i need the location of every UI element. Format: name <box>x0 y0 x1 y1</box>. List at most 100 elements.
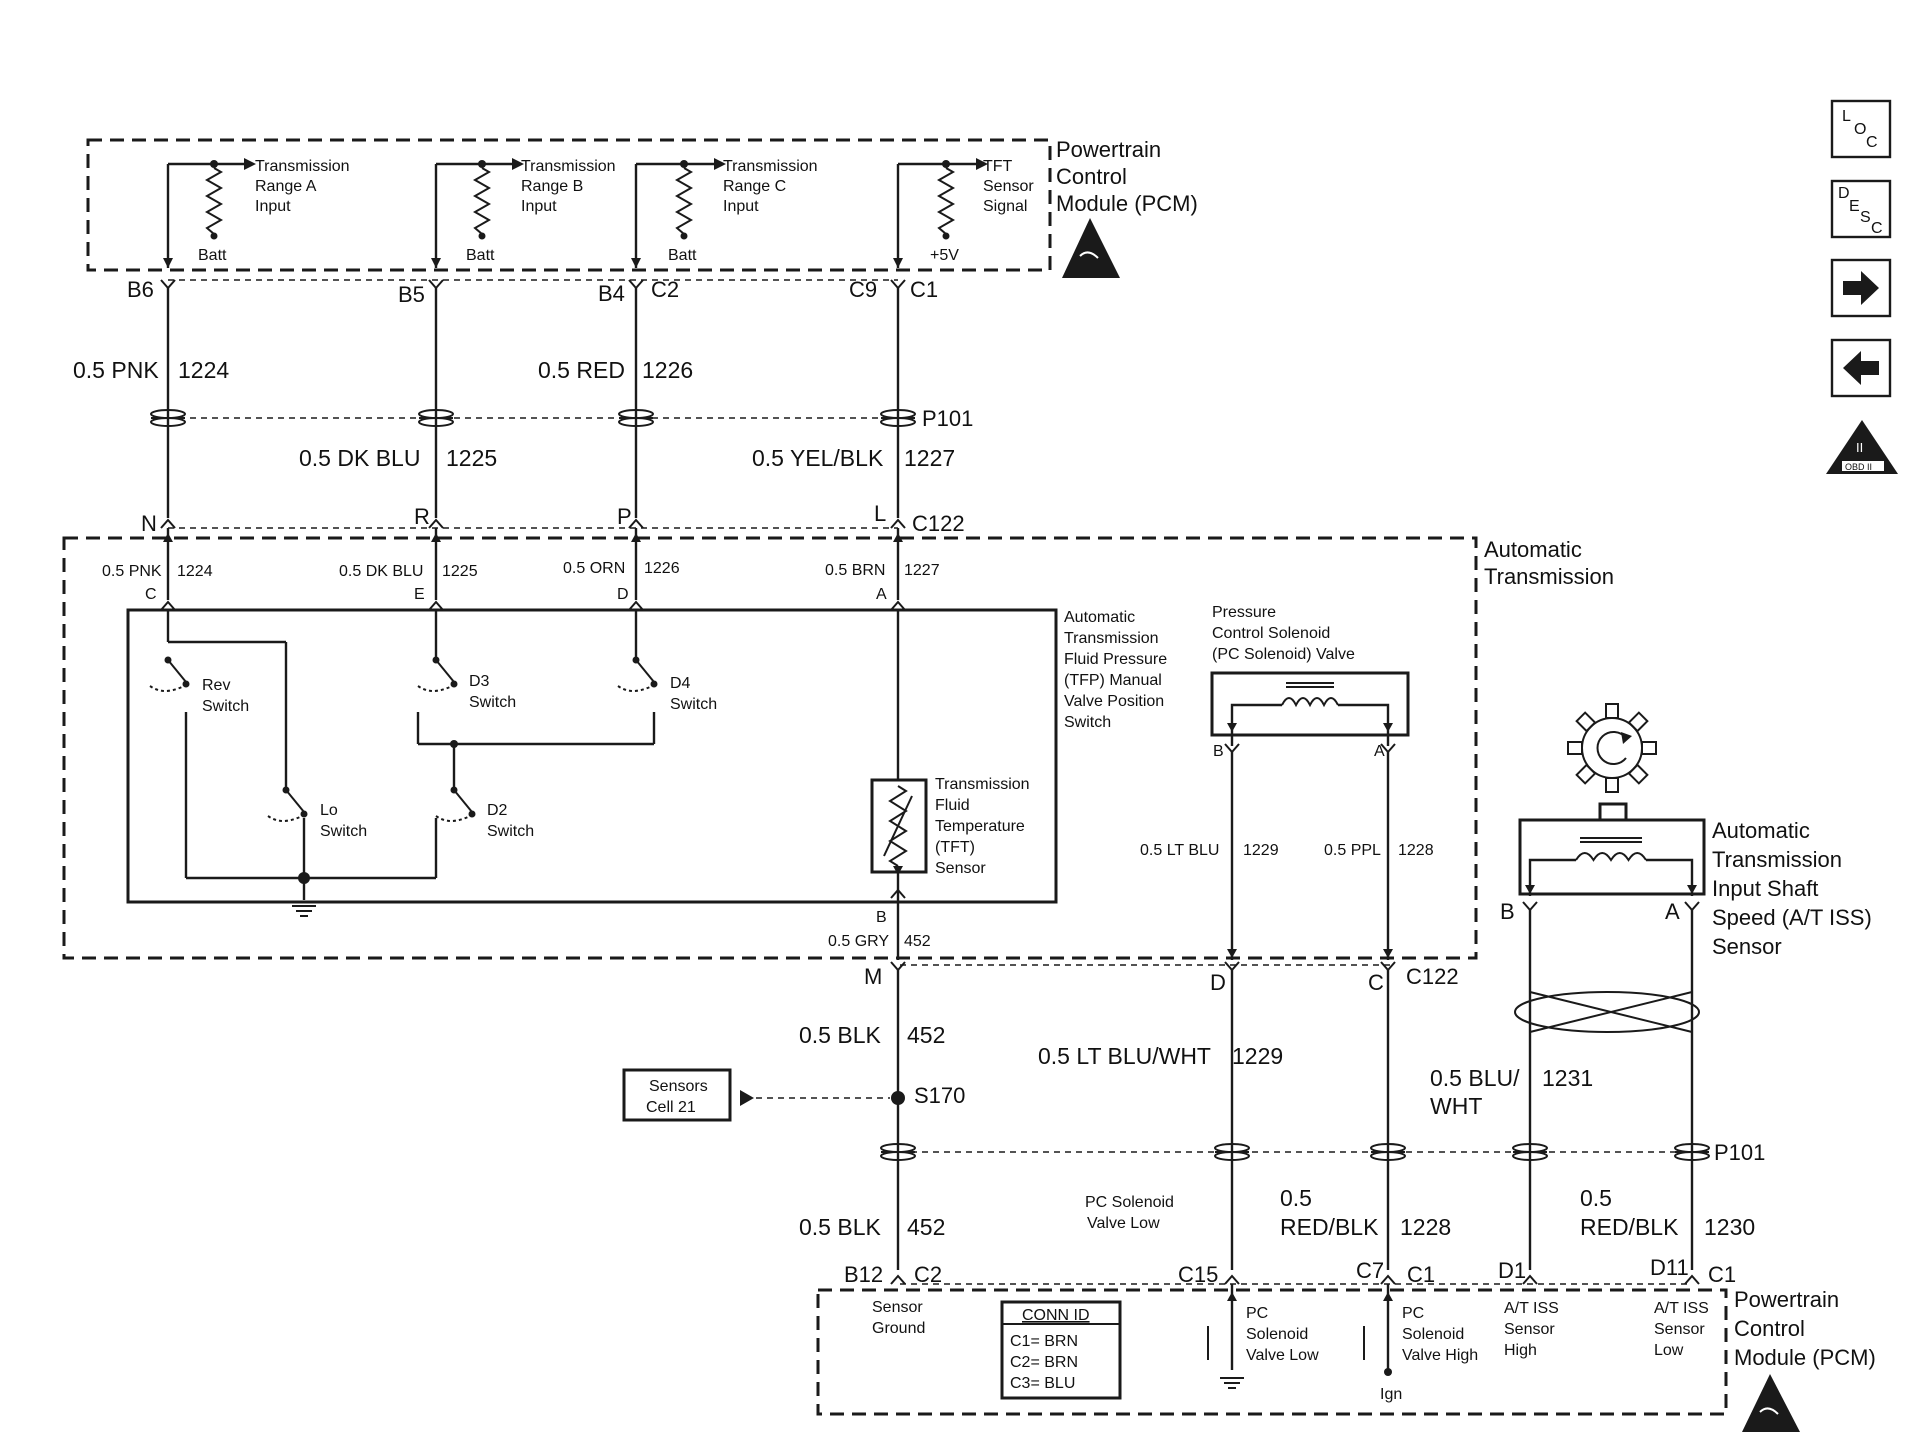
gear-rotation-icon <box>1567 703 1657 793</box>
int-pin-d: D <box>617 586 629 603</box>
tfp-switch-box <box>126 608 1058 904</box>
iss-pin-a-symbol <box>1684 901 1700 912</box>
svg-text:C2= BRN: C2= BRN <box>1010 1354 1078 1371</box>
connector-p101-top: P101 <box>922 406 973 431</box>
pin-c7: C7 <box>1356 1258 1384 1283</box>
tft-pin-b: B <box>876 909 887 926</box>
wire-1229-label: 0.5 LT BLU/WHT <box>1038 1043 1211 1069</box>
pin-c2-bottom: C2 <box>914 1262 942 1287</box>
svg-text:Temperature: Temperature <box>935 818 1025 835</box>
pcm-input-label-0-l1: Transmission <box>255 158 350 175</box>
pc-int-arrow-a <box>1383 949 1393 958</box>
rev-switch <box>149 656 190 692</box>
pcm-bottom-pin-0 <box>890 1274 906 1285</box>
pin-l: L <box>874 501 886 526</box>
pc-sol-arrow-b <box>1227 723 1237 732</box>
pcm-input-label-2-l3: Input <box>723 198 759 215</box>
svg-text:Powertrain: Powertrain <box>1734 1287 1839 1312</box>
iss-sensor-label: Automatic Transmission Input Shaft Speed… <box>1712 818 1872 959</box>
wire-1229-int-circuit: 1229 <box>1243 842 1279 859</box>
connector-c122-bottom: C122 <box>1406 964 1459 989</box>
svg-text:Switch: Switch <box>670 696 717 713</box>
gear-rotation-arc <box>1596 731 1627 765</box>
pcm-bottom-pin-4 <box>1684 1274 1700 1285</box>
svg-text:Valve High: Valve High <box>1402 1347 1478 1364</box>
p101-bottom-inline-2 <box>1370 1143 1406 1161</box>
pin-c1-bottom-a: C1 <box>1407 1262 1435 1287</box>
lo-switch <box>267 786 308 822</box>
svg-text:Lo: Lo <box>320 802 338 819</box>
wire-1227-circuit: 1227 <box>904 445 955 471</box>
iss-sensor-connector-tab <box>1598 802 1628 822</box>
svg-text:Speed (A/T ISS): Speed (A/T ISS) <box>1712 905 1872 930</box>
tft-variable-arrow <box>883 795 913 857</box>
svg-text:Switch: Switch <box>469 694 516 711</box>
svg-text:C3= BLU: C3= BLU <box>1010 1375 1075 1392</box>
twisted-pair-symbol <box>1514 991 1700 1033</box>
tfp-pin-2 <box>628 600 644 611</box>
wire-1230-label-2: RED/BLK <box>1580 1214 1679 1240</box>
pc-solenoid-wire-a <box>1338 703 1390 746</box>
pin-d11: D11 <box>1650 1255 1689 1280</box>
iss-arrow-a <box>1687 885 1697 894</box>
nav-prev-button[interactable] <box>1830 338 1892 398</box>
pcm-input-resistor-1 <box>472 167 492 235</box>
svg-text:Control: Control <box>1734 1316 1805 1341</box>
transmission-box <box>62 536 1478 960</box>
svg-text:Transmission: Transmission <box>1712 847 1842 872</box>
c122-arrow-1 <box>431 533 441 542</box>
pin-b6: B6 <box>127 277 154 302</box>
pin-b12: B12 <box>844 1262 883 1287</box>
pcm-input-supply-3: +5V <box>930 247 959 264</box>
iss-pin-b: B <box>1500 899 1515 924</box>
pc-high-arrow <box>1383 1292 1393 1301</box>
twist-line-2 <box>1529 991 1693 1033</box>
gear-tooth-135 <box>1627 763 1649 785</box>
wire-1226-circuit: 1226 <box>642 357 693 383</box>
pc-solenoid-pin-b: B <box>1213 743 1224 760</box>
p101-top-inline-2 <box>618 409 654 427</box>
wire-1228-int-label: 0.5 PPL <box>1324 842 1381 859</box>
p101-top-inline-1 <box>418 409 454 427</box>
nav-desc-button[interactable]: D E S C <box>1830 179 1892 239</box>
wire-1230-circuit: 1230 <box>1704 1214 1755 1240</box>
svg-text:C1= BRN: C1= BRN <box>1010 1333 1078 1350</box>
nav-next-button[interactable] <box>1830 258 1892 318</box>
pcm-top-pin-1 <box>428 279 444 290</box>
pc-solenoid-high-pcm-label: PC Solenoid Valve High <box>1402 1305 1478 1364</box>
pcm-input-label-1-l1: Transmission <box>521 158 616 175</box>
gear-tooth-315 <box>1575 711 1597 733</box>
svg-text:Valve Low: Valve Low <box>1087 1215 1160 1232</box>
svg-text:Pressure: Pressure <box>1212 604 1276 621</box>
pcm-input-node-1 <box>478 160 486 168</box>
sensors-cell-21-ref[interactable]: Sensors Cell 21 <box>622 1068 732 1122</box>
splice-s170: S170 <box>914 1083 965 1108</box>
wire-1228-circuit: 1228 <box>1400 1214 1451 1240</box>
p101-bottom-inline-4 <box>1674 1143 1710 1161</box>
int-wire-1226-circuit: 1226 <box>644 560 680 577</box>
pcm-bottom-pin-3 <box>1522 1274 1538 1285</box>
pcm-input-arrow-2 <box>714 158 726 170</box>
int-wire-1227-label: 0.5 BRN <box>825 562 885 579</box>
pcm-input-arrow-0 <box>244 158 256 170</box>
svg-text:Solenoid: Solenoid <box>1402 1326 1464 1343</box>
svg-text:D2: D2 <box>487 802 508 819</box>
obd-ii-icon[interactable]: II OBD II <box>1826 420 1898 474</box>
wire-452-blk-label: 0.5 BLK <box>799 1022 881 1048</box>
wire-1224-label: 0.5 PNK <box>73 357 159 383</box>
pin-c: C <box>1368 970 1384 995</box>
wire-452-blk-2-circuit: 452 <box>907 1214 945 1240</box>
int-pin-e: E <box>414 586 425 603</box>
nav-loc-button[interactable]: L O C <box>1830 99 1892 159</box>
pcm-input-supply-0: Batt <box>198 247 227 264</box>
wire-1224-circuit: 1224 <box>178 357 229 383</box>
ign-node <box>1384 1368 1392 1376</box>
iss-pin-b-symbol <box>1522 901 1538 912</box>
pcm-input-label-2-l1: Transmission <box>723 158 818 175</box>
pcm-input-resistor-2 <box>674 167 694 235</box>
pcm-bottom-pin-1 <box>1224 1274 1240 1285</box>
pcm-input-down-arrow-1 <box>431 258 441 268</box>
tft-sensor-label: Transmission Fluid Temperature (TFT) Sen… <box>935 776 1030 877</box>
gear-tooth-270 <box>1567 741 1583 755</box>
pin-p: P <box>617 504 632 529</box>
